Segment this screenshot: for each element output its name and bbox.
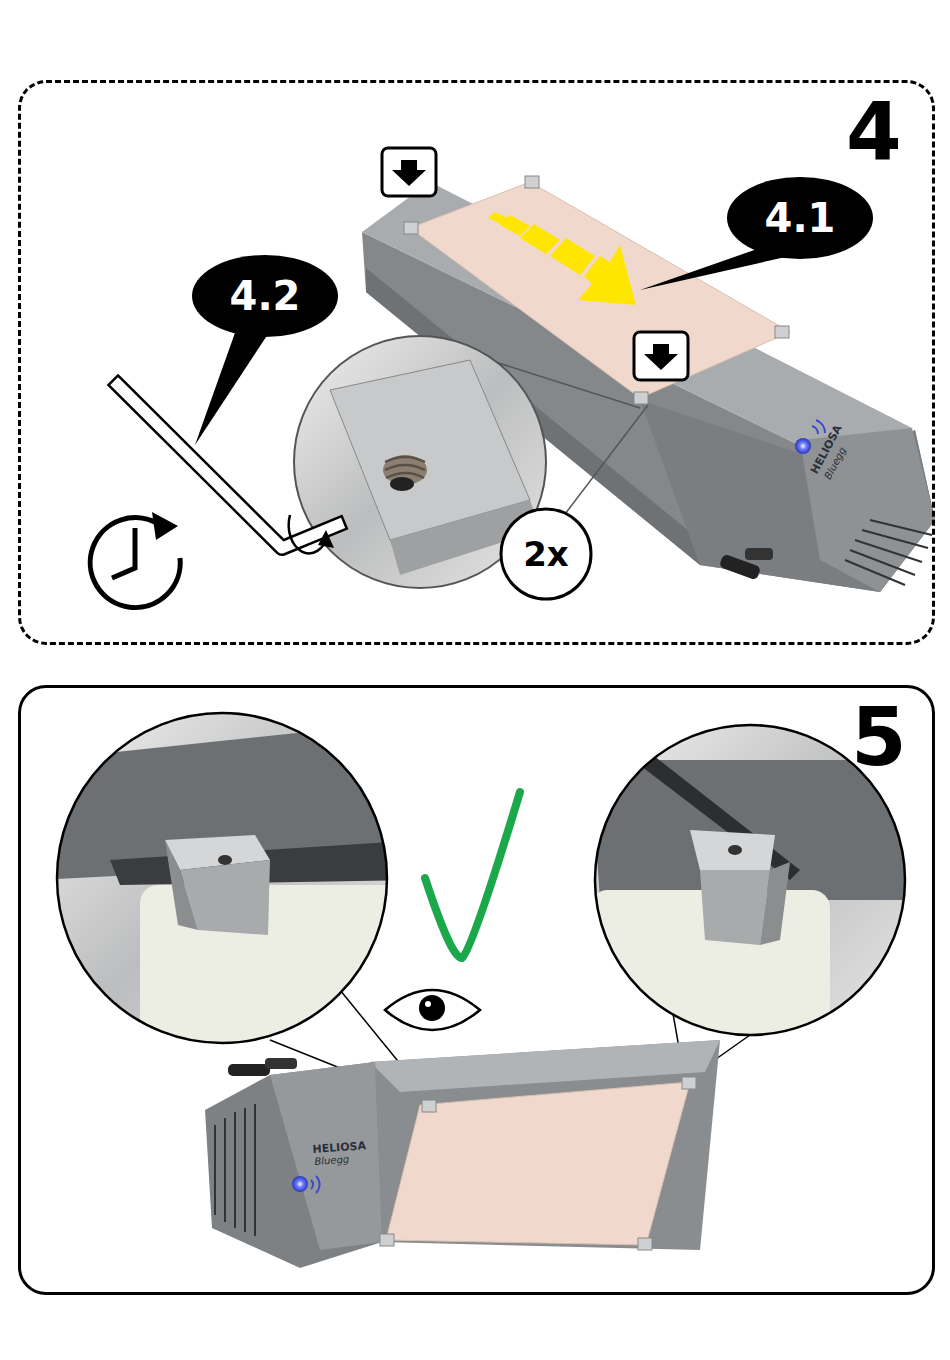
callout-tail [195,330,268,445]
callout-number: 2x [523,537,569,571]
count-circle: 2x [499,507,593,601]
callout-number: 4.2 [230,276,301,316]
eye-icon [385,990,480,1030]
heater-step5 [205,1040,720,1268]
allen-key [118,385,338,553]
zoom-detail-bracket [40,713,440,1085]
step-number: 4 [846,93,902,173]
callout-bubble: 4.1 [725,175,875,261]
check-mark [425,792,520,958]
step-number: 5 [851,698,907,778]
callout-number: 4.1 [765,198,836,238]
step-panel: 44.1 4.2 2x [18,80,935,645]
zoom-detail-bracket [590,725,940,1090]
zoom-detail-screw [294,336,648,588]
callout-bubble: 4.2 [190,253,340,339]
step-panel: 5 [18,685,935,1295]
